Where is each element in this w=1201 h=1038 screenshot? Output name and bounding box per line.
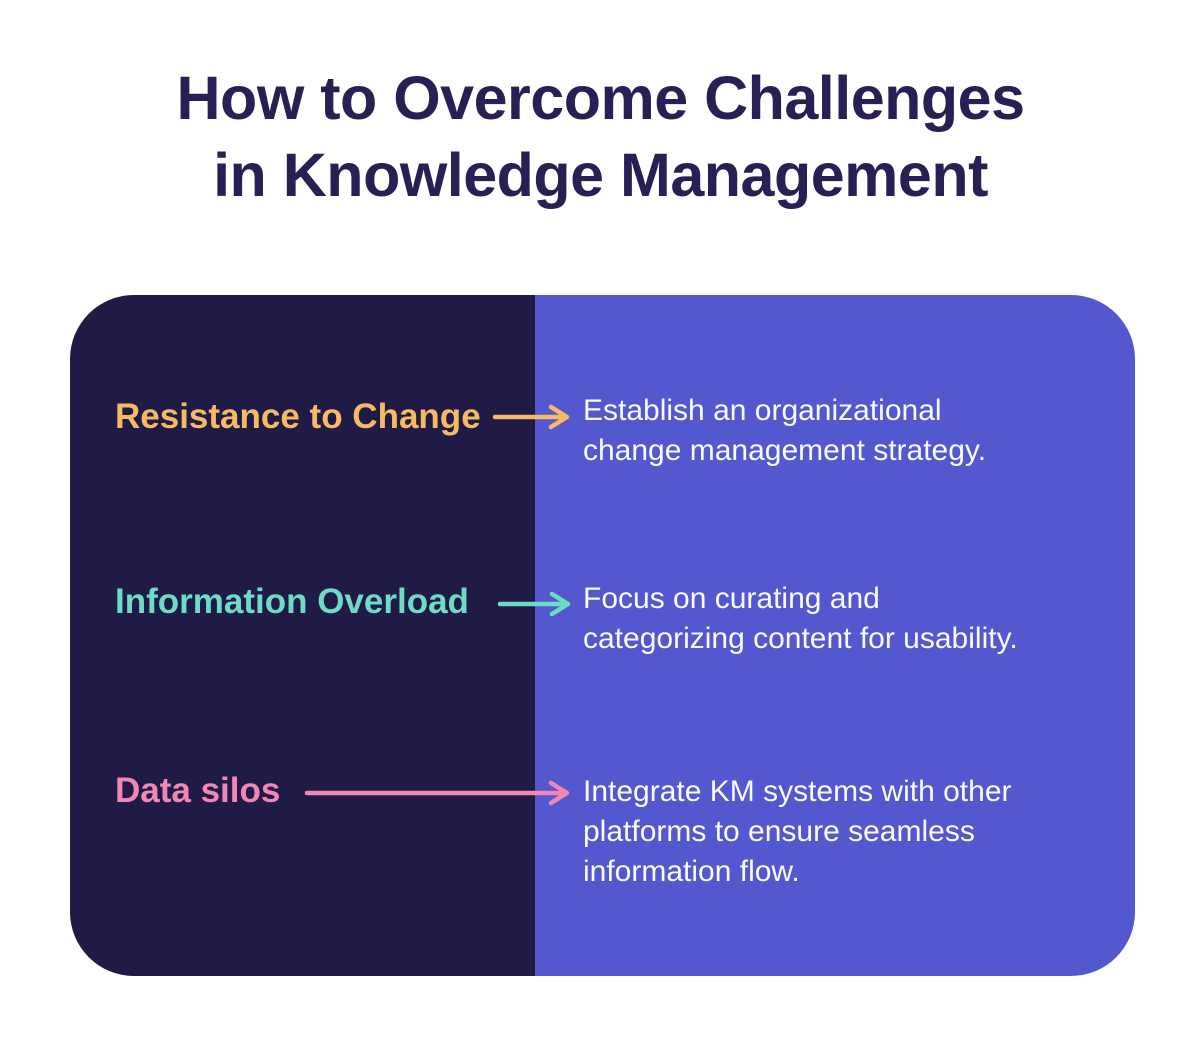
solution-text-resistance: Establish an organizational change manag… bbox=[583, 391, 1123, 471]
challenge-label-data-silos: Data silos bbox=[115, 771, 281, 810]
solution-line: Focus on curating and bbox=[583, 582, 880, 615]
solution-text-information-overload: Focus on curating and categorizing conte… bbox=[583, 579, 1123, 659]
right-arrow-icon bbox=[497, 591, 571, 617]
challenges-solutions-card: Resistance to Change Establish an organi… bbox=[70, 295, 1135, 976]
challenge-label-resistance-to-change: Resistance to Change bbox=[115, 397, 481, 436]
challenge-label-information-overload: Information Overload bbox=[115, 582, 469, 621]
right-arrow-icon bbox=[492, 404, 570, 430]
page-title: How to Overcome Challenges in Knowledge … bbox=[0, 60, 1201, 214]
solution-line: change management strategy. bbox=[583, 434, 987, 467]
solution-line: Integrate KM systems with other bbox=[583, 775, 1012, 808]
solution-text-data-silos: Integrate KM systems with other platform… bbox=[583, 772, 1123, 892]
solution-line: information flow. bbox=[583, 855, 800, 888]
solution-line: Establish an organizational bbox=[583, 394, 942, 427]
page-title-line-1: How to Overcome Challenges bbox=[176, 64, 1026, 132]
solution-line: categorizing content for usability. bbox=[583, 622, 1018, 655]
right-arrow-icon bbox=[304, 780, 570, 806]
solution-line: platforms to ensure seamless bbox=[583, 815, 975, 848]
page-title-line-2: in Knowledge Management bbox=[213, 141, 988, 209]
